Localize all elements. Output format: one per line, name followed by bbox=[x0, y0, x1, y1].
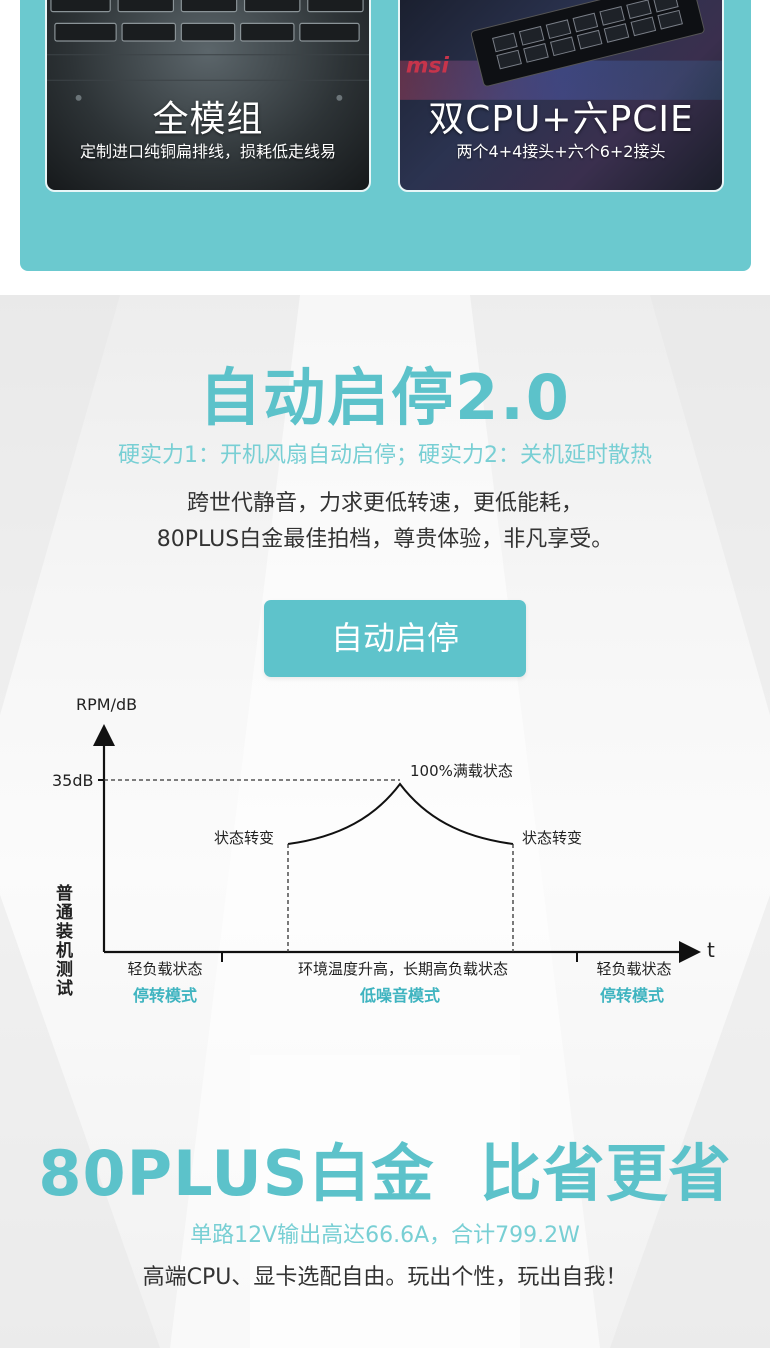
card-title: 全模组 bbox=[152, 99, 264, 140]
y-tick-label: 35dB bbox=[52, 771, 94, 790]
transition-label-right: 状态转变 bbox=[522, 829, 582, 847]
msi-logo: msi bbox=[406, 53, 450, 78]
feature-cards-section: 全模组 定制进口纯铜扁排线，损耗低走线易 bbox=[0, 0, 770, 295]
side-char: 机 bbox=[56, 940, 73, 961]
side-char: 装 bbox=[55, 921, 73, 942]
phase-state-3: 轻负载状态 bbox=[596, 960, 671, 978]
card-subtitle: 两个4+4接头+六个6+2接头 bbox=[456, 142, 666, 161]
modular-connector-image bbox=[47, 0, 369, 101]
side-char: 普 bbox=[56, 883, 73, 904]
description-line-1: 跨世代静音，力求更低转速，更低能耗， bbox=[186, 491, 583, 516]
motherboard-image: msi bbox=[400, 0, 722, 100]
y-axis-label: RPM/dB bbox=[76, 695, 137, 714]
phase-state-2: 环境温度升高，长期高负载状态 bbox=[298, 960, 508, 978]
card-subtitle: 定制进口纯铜扁排线，损耗低走线易 bbox=[79, 142, 336, 161]
phase-mode-1: 停转模式 bbox=[133, 986, 197, 1005]
auto-start-stop-subheading: 硬实力1：开机风扇自动启停；硬实力2：关机延时散热 bbox=[118, 443, 652, 468]
description-line-2: 80PLUS白金最佳拍档，尊贵体验，非凡享受。 bbox=[156, 527, 614, 552]
card-dual-cpu: msi 双CPU+六PCIE 两个4+4接头+六个6+2接头 bbox=[398, 0, 724, 192]
auto-start-stop-button[interactable]: 自动启停 bbox=[264, 600, 526, 677]
80plus-subheading: 单路12V输出高达66.6A，合计799.2W bbox=[190, 1223, 580, 1248]
transition-label-left: 状态转变 bbox=[214, 829, 274, 847]
card-full-modular: 全模组 定制进口纯铜扁排线，损耗低走线易 bbox=[45, 0, 371, 192]
80plus-description: 高端CPU、显卡选配自由。玩出个性，玩出自我！ bbox=[142, 1265, 628, 1290]
phase-mode-3: 停转模式 bbox=[600, 986, 664, 1005]
side-label: 普 通 装 机 测 试 bbox=[55, 883, 73, 999]
noise-curve bbox=[287, 782, 514, 845]
peak-label: 100%满载状态 bbox=[410, 762, 513, 780]
phase-mode-2: 低噪音模式 bbox=[359, 986, 440, 1005]
fan-noise-diagram: RPM/dB t 35dB 100%满载状态 状态转变 状态转变 普 通 装 机… bbox=[52, 695, 715, 1005]
background-light-beams bbox=[0, 295, 770, 1348]
x-axis-label: t bbox=[707, 938, 715, 962]
side-char: 通 bbox=[56, 903, 73, 923]
side-char: 试 bbox=[56, 979, 73, 999]
auto-start-stop-section: 自动启停2.0 硬实力1：开机风扇自动启停；硬实力2：关机延时散热 跨世代静音，… bbox=[0, 295, 770, 1348]
side-char: 测 bbox=[56, 959, 73, 980]
auto-start-stop-heading: 自动启停2.0 bbox=[199, 361, 571, 434]
80plus-heading: 80PLUS白金 比省更省 bbox=[38, 1137, 732, 1210]
phase-state-1: 轻负载状态 bbox=[127, 960, 202, 978]
card-title: 双CPU+六PCIE bbox=[428, 99, 694, 140]
